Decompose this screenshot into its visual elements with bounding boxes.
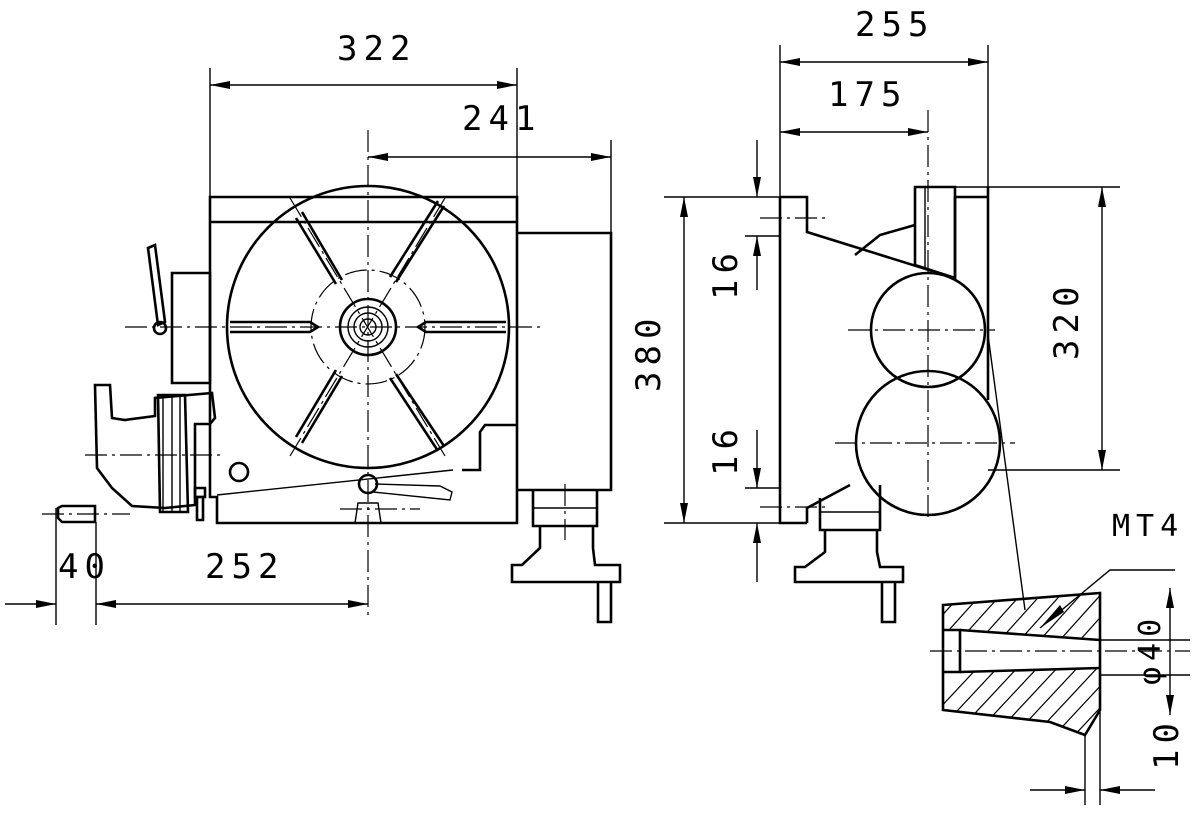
dim-16-top: 16 — [706, 247, 746, 300]
dim-322: 322 — [337, 29, 416, 69]
faceplate — [913, 185, 957, 280]
base-outline — [208, 195, 519, 525]
front-view — [42, 130, 622, 624]
dim-320: 320 — [1047, 281, 1087, 360]
dim-241: 241 — [462, 99, 541, 139]
dim-175: 175 — [828, 75, 907, 115]
dim-40: 40 — [58, 547, 111, 587]
foot-clamp-side — [793, 485, 905, 624]
dim-bore-dia: φ40 — [1133, 613, 1168, 685]
upper-wheel — [869, 271, 987, 389]
lock-lever — [146, 243, 212, 385]
side-base — [780, 195, 988, 280]
foot-clamp-front — [510, 484, 622, 624]
dimension-labels: 322 241 40 252 255 175 380 16 16 320 MT4… — [58, 5, 1187, 770]
dim-10: 10 — [1147, 717, 1187, 770]
dim-255: 255 — [855, 5, 934, 45]
dim-16-bottom: 16 — [706, 423, 746, 476]
base-step — [462, 423, 517, 472]
bottom-slot — [354, 502, 382, 524]
dim-380: 380 — [629, 313, 669, 392]
index-lever — [216, 469, 454, 510]
handwheel-assembly — [42, 383, 250, 524]
dim-252: 252 — [205, 547, 284, 587]
dimension-lines — [5, 45, 1120, 625]
side-housing — [517, 231, 613, 492]
label-mt4: MT4 — [1112, 509, 1184, 544]
